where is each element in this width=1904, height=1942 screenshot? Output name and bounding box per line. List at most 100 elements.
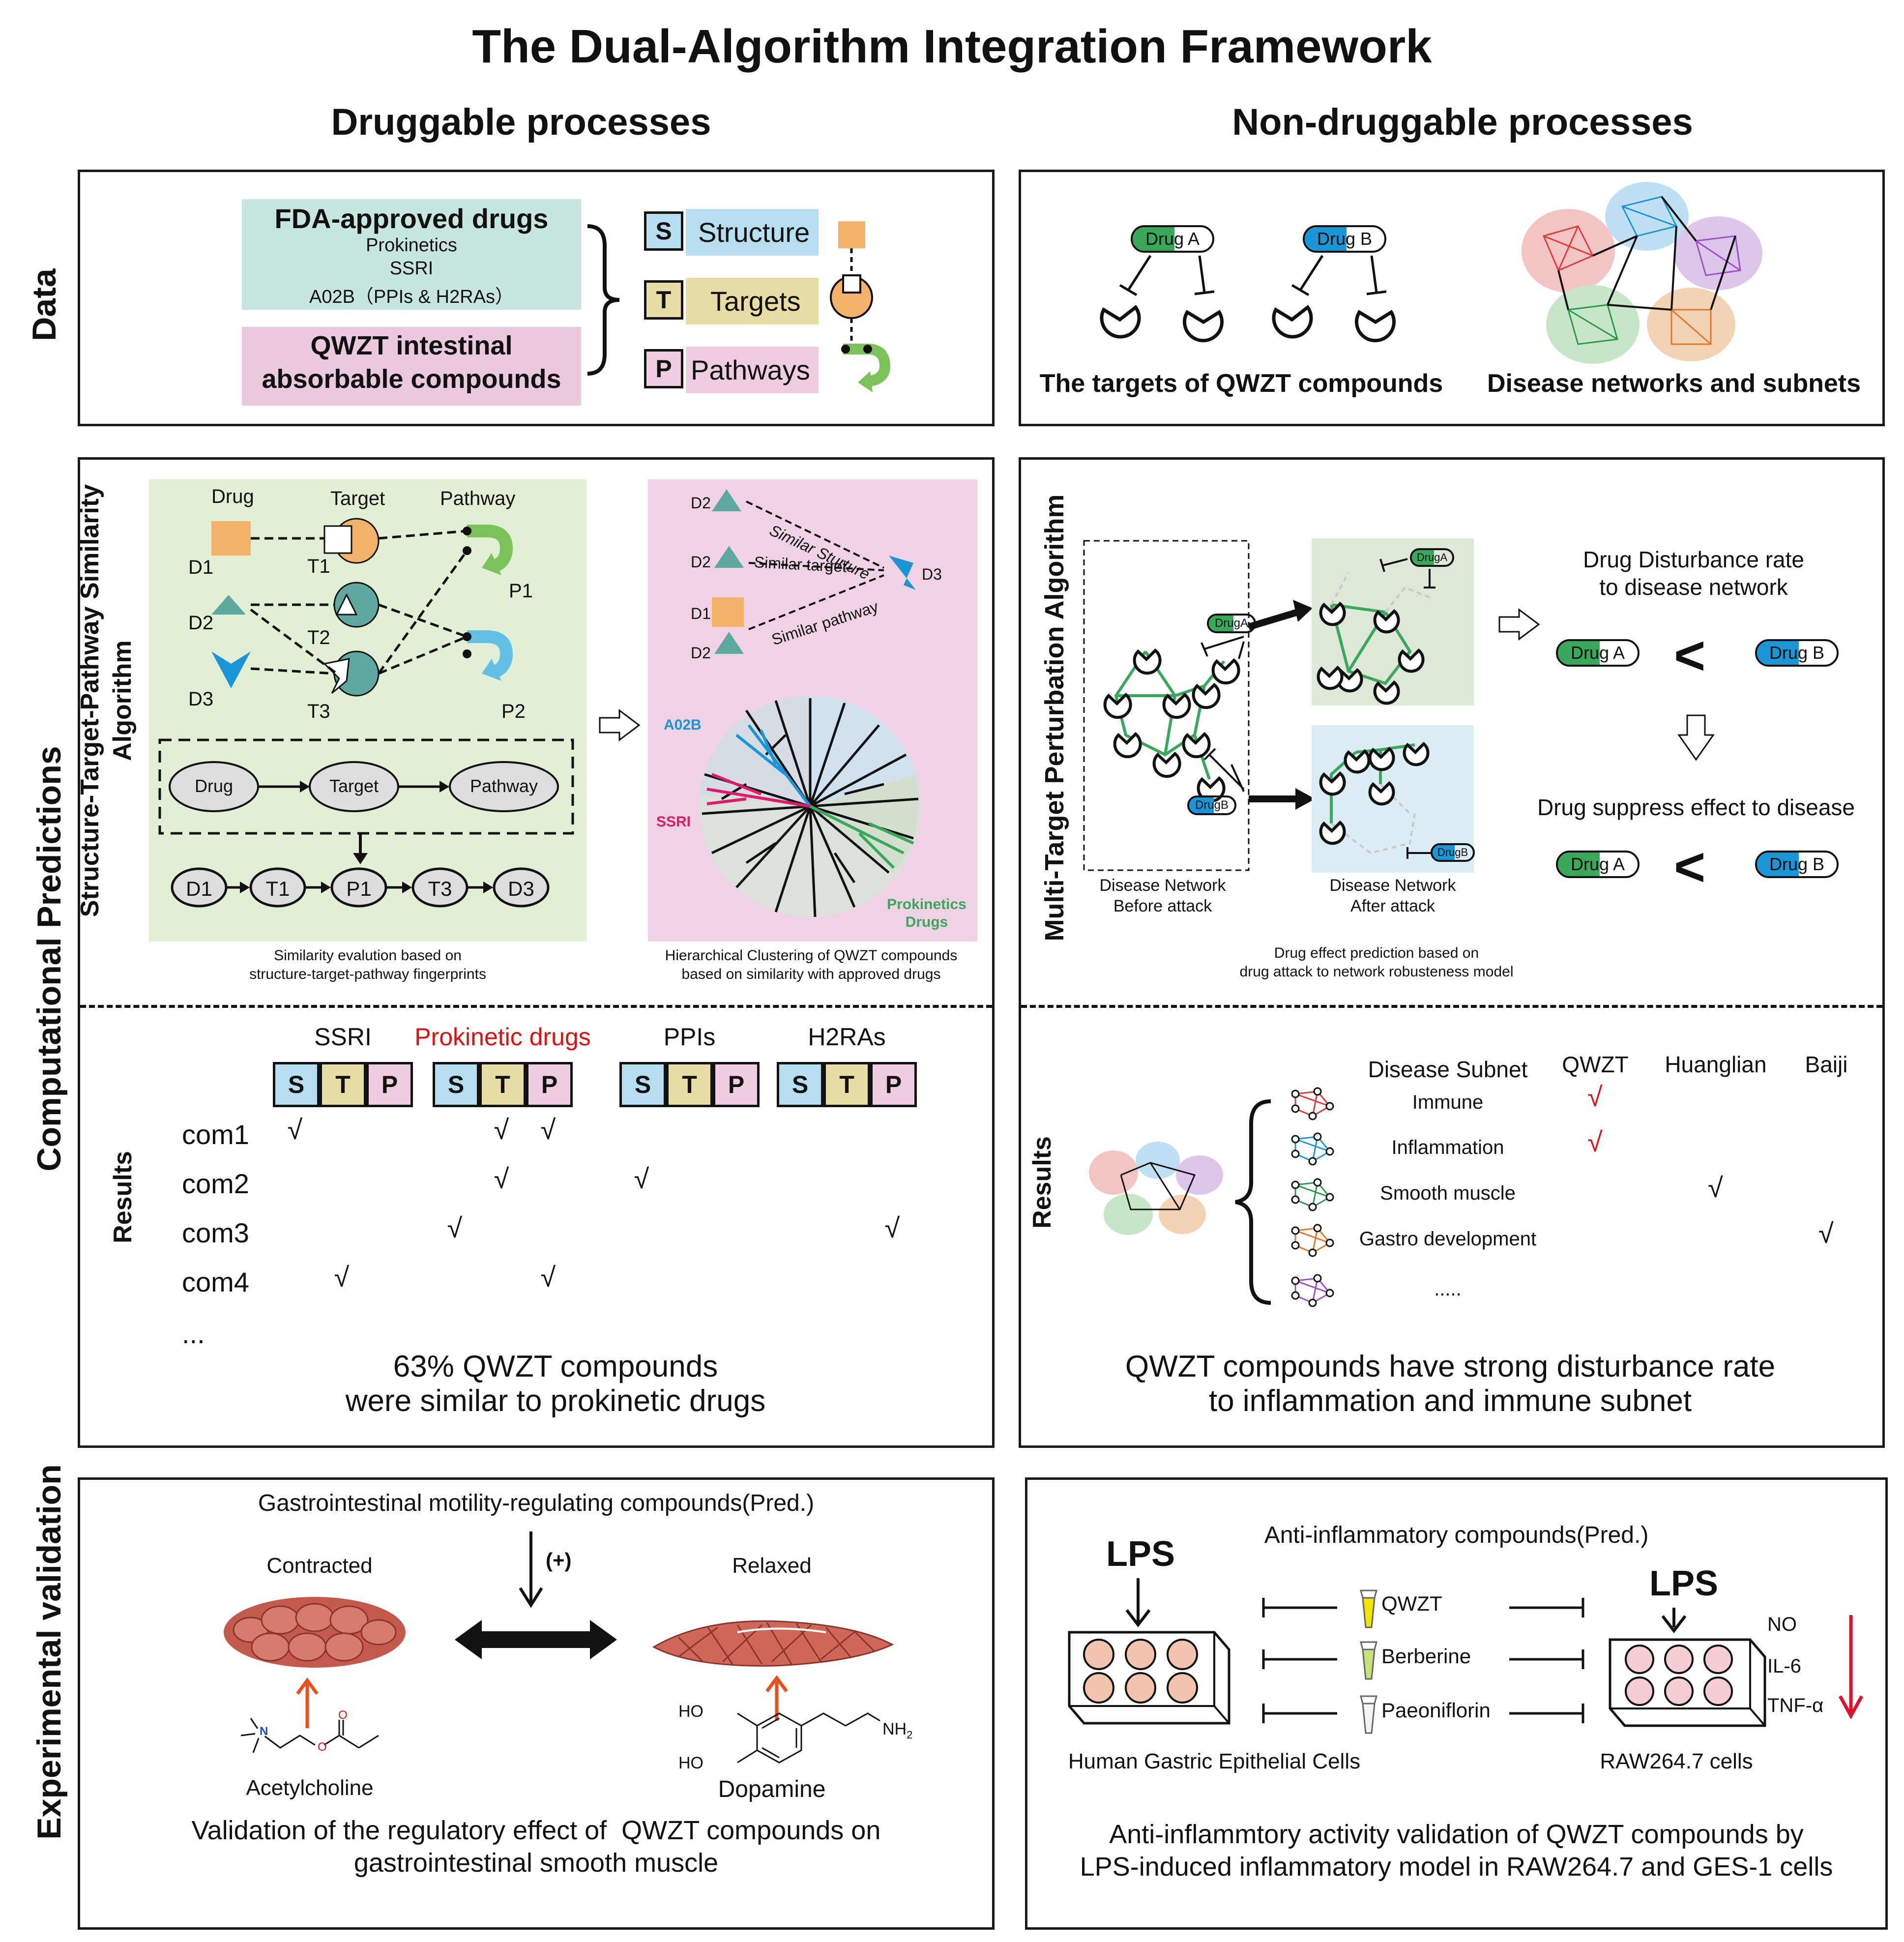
subnet-row-label: Gastro development — [1359, 1228, 1537, 1250]
ges1-cells-label: Human Gastric Epithelial Cells — [1068, 1749, 1361, 1773]
compound-berberine: Berberine — [1381, 1645, 1471, 1668]
column-header-druggable: Druggable processes — [331, 101, 711, 143]
stp-drug-d2: D2 — [188, 612, 214, 634]
compound-qwzt: QWZT — [1381, 1592, 1442, 1615]
flow-pathway: Pathway — [469, 776, 538, 796]
results-right-label: Results — [1028, 1136, 1056, 1229]
subnet-cluster-icon — [1089, 1142, 1223, 1235]
check-mark: √ — [287, 1114, 303, 1145]
compound-row-more: ... — [182, 1318, 205, 1349]
druga-small-capsule-1: DrugA — [1207, 614, 1256, 633]
lps-label-left: LPS — [1106, 1534, 1175, 1574]
drug-target-inhibition-icon — [1100, 255, 1396, 343]
stp-target-t3: T3 — [307, 701, 330, 722]
cluster-d-label-4: D2 — [691, 644, 711, 662]
legend-badge-s: S — [644, 211, 683, 251]
result-badge-s: S — [433, 1062, 479, 1107]
amine-label: NH2 — [882, 1720, 913, 1741]
lps-label-right: LPS — [1649, 1564, 1719, 1603]
hollow-arrow-right-icon — [1498, 608, 1540, 641]
stp-caption: Similarity evalution based on structure-… — [249, 947, 486, 982]
less-than-symbol-2: < — [1674, 837, 1706, 897]
result-badge-t: T — [666, 1062, 713, 1107]
stp-header-target: Target — [330, 488, 385, 509]
disease-network-after-attack — [1317, 558, 1435, 859]
fda-drugs-box — [242, 199, 581, 310]
page-title: The Dual-Algorithm Integration Framework — [472, 20, 1432, 73]
disturbance-rate-title: Drug Disturbance rate to disease network — [1583, 547, 1804, 600]
less-than-symbol-1: < — [1674, 625, 1706, 686]
result-badge-p: P — [713, 1062, 760, 1107]
legend-badge-p: P — [644, 349, 683, 388]
clustering-diagram — [700, 489, 921, 917]
check-mark: √ — [494, 1114, 509, 1145]
suppress-drug-b-capsule: Drug B — [1755, 851, 1839, 878]
cluster-d3-label: D3 — [922, 565, 942, 583]
cluster-d-label-1: D2 — [691, 494, 711, 512]
motility-header: Gastrointestinal motility-regulating com… — [258, 1490, 815, 1516]
stp-target-t1: T1 — [307, 556, 330, 577]
decrease-arrow-icon — [1838, 1615, 1864, 1720]
check-mark: √ — [447, 1212, 463, 1243]
acetylcholine-label: Acetylcholine — [246, 1776, 374, 1800]
check-mark: √ — [540, 1114, 556, 1145]
results-left-summary: 63% QWZT compounds were similar to proki… — [345, 1350, 766, 1418]
legend-pathways-label: Pathways — [691, 354, 810, 385]
relaxed-label: Relaxed — [732, 1554, 812, 1578]
check-mark: √ — [634, 1163, 649, 1194]
chain-t3: T3 — [428, 877, 452, 900]
double-arrow-icon — [455, 1620, 617, 1659]
positive-regulation-label: (+) — [546, 1549, 572, 1572]
hollow-arrow-icon — [599, 709, 641, 741]
drug-target-pathway-graph — [211, 518, 513, 697]
result-badge-t: T — [479, 1062, 526, 1107]
row-label-computational: Computational Predictions — [30, 746, 68, 1172]
networks-caption: Disease networks and subnets — [1487, 369, 1861, 398]
marker-tnf: TNF-α — [1767, 1695, 1824, 1716]
stp-drug-d3: D3 — [188, 688, 214, 710]
hydroxyl-label-1: HO — [678, 1702, 703, 1721]
suppress-effect-title: Drug suppress effect to disease — [1537, 794, 1855, 820]
drug-a-capsule: Drug A — [1131, 225, 1214, 253]
stp-pathway-p2: P2 — [501, 701, 526, 722]
result-badge-s: S — [777, 1062, 823, 1107]
check-mark: √ — [1587, 1126, 1603, 1157]
check-mark: √ — [494, 1163, 509, 1194]
check-mark: √ — [540, 1262, 556, 1293]
subnet-row-label: ..... — [1434, 1278, 1462, 1300]
compound-paeoniflorin: Paeoniflorin — [1381, 1699, 1491, 1722]
column-header-non-druggable: Non-druggable processes — [1232, 101, 1693, 143]
result-badge-p: P — [366, 1062, 413, 1107]
row-label-data: Data — [26, 268, 63, 341]
check-mark: √ — [884, 1212, 900, 1243]
subnet-network-icon — [1291, 1274, 1334, 1307]
subnet-network-icon — [1291, 1178, 1334, 1211]
structure-target-pathway-icon — [830, 221, 891, 392]
result-group-ppis: PPIs — [663, 1023, 716, 1051]
result-badge-s: S — [273, 1062, 320, 1107]
fda-item-prokinetics: Prokinetics — [366, 235, 457, 256]
raw-cells-label: RAW264.7 cells — [1600, 1749, 1753, 1773]
curly-brace-icon — [587, 224, 620, 376]
dopamine-label: Dopamine — [718, 1776, 826, 1802]
subnet-header-disease-subnet: Disease Subnet — [1368, 1057, 1528, 1082]
cluster-group-prokinetics: Prokinetics Drugs — [887, 896, 967, 930]
stp-header-pathway: Pathway — [440, 488, 516, 509]
compound-row-1: com1 — [182, 1119, 249, 1150]
cluster-group-a02b: A02B — [664, 717, 702, 733]
result-group-ssri: SSRI — [314, 1023, 372, 1051]
fda-item-ssri: SSRI — [389, 258, 434, 279]
nitrogen-atom-label: N — [260, 1725, 268, 1738]
perturbation-side-label: Multi-Target Perturbation Algorithm — [1040, 494, 1069, 942]
check-mark: √ — [1818, 1218, 1834, 1249]
result-group-prokinetic-drugs: Prokinetic drugs — [414, 1023, 591, 1051]
flow-target: Target — [329, 776, 379, 796]
raw2647-cell-plate — [1609, 1608, 1766, 1727]
cluster-group-ssri: SSRI — [656, 814, 691, 830]
subnet-network-icon — [1291, 1132, 1334, 1166]
cluster-d-label-2: D2 — [691, 553, 711, 571]
results-divider-right — [1021, 1005, 1882, 1008]
anti-inflammatory-header: Anti-inflammatory compounds(Pred.) — [1264, 1522, 1649, 1548]
stp-side-label: Structure-Target-Pathway Similarity Algo… — [76, 484, 137, 917]
druga-small-capsule-2: DrugA — [1410, 548, 1454, 567]
